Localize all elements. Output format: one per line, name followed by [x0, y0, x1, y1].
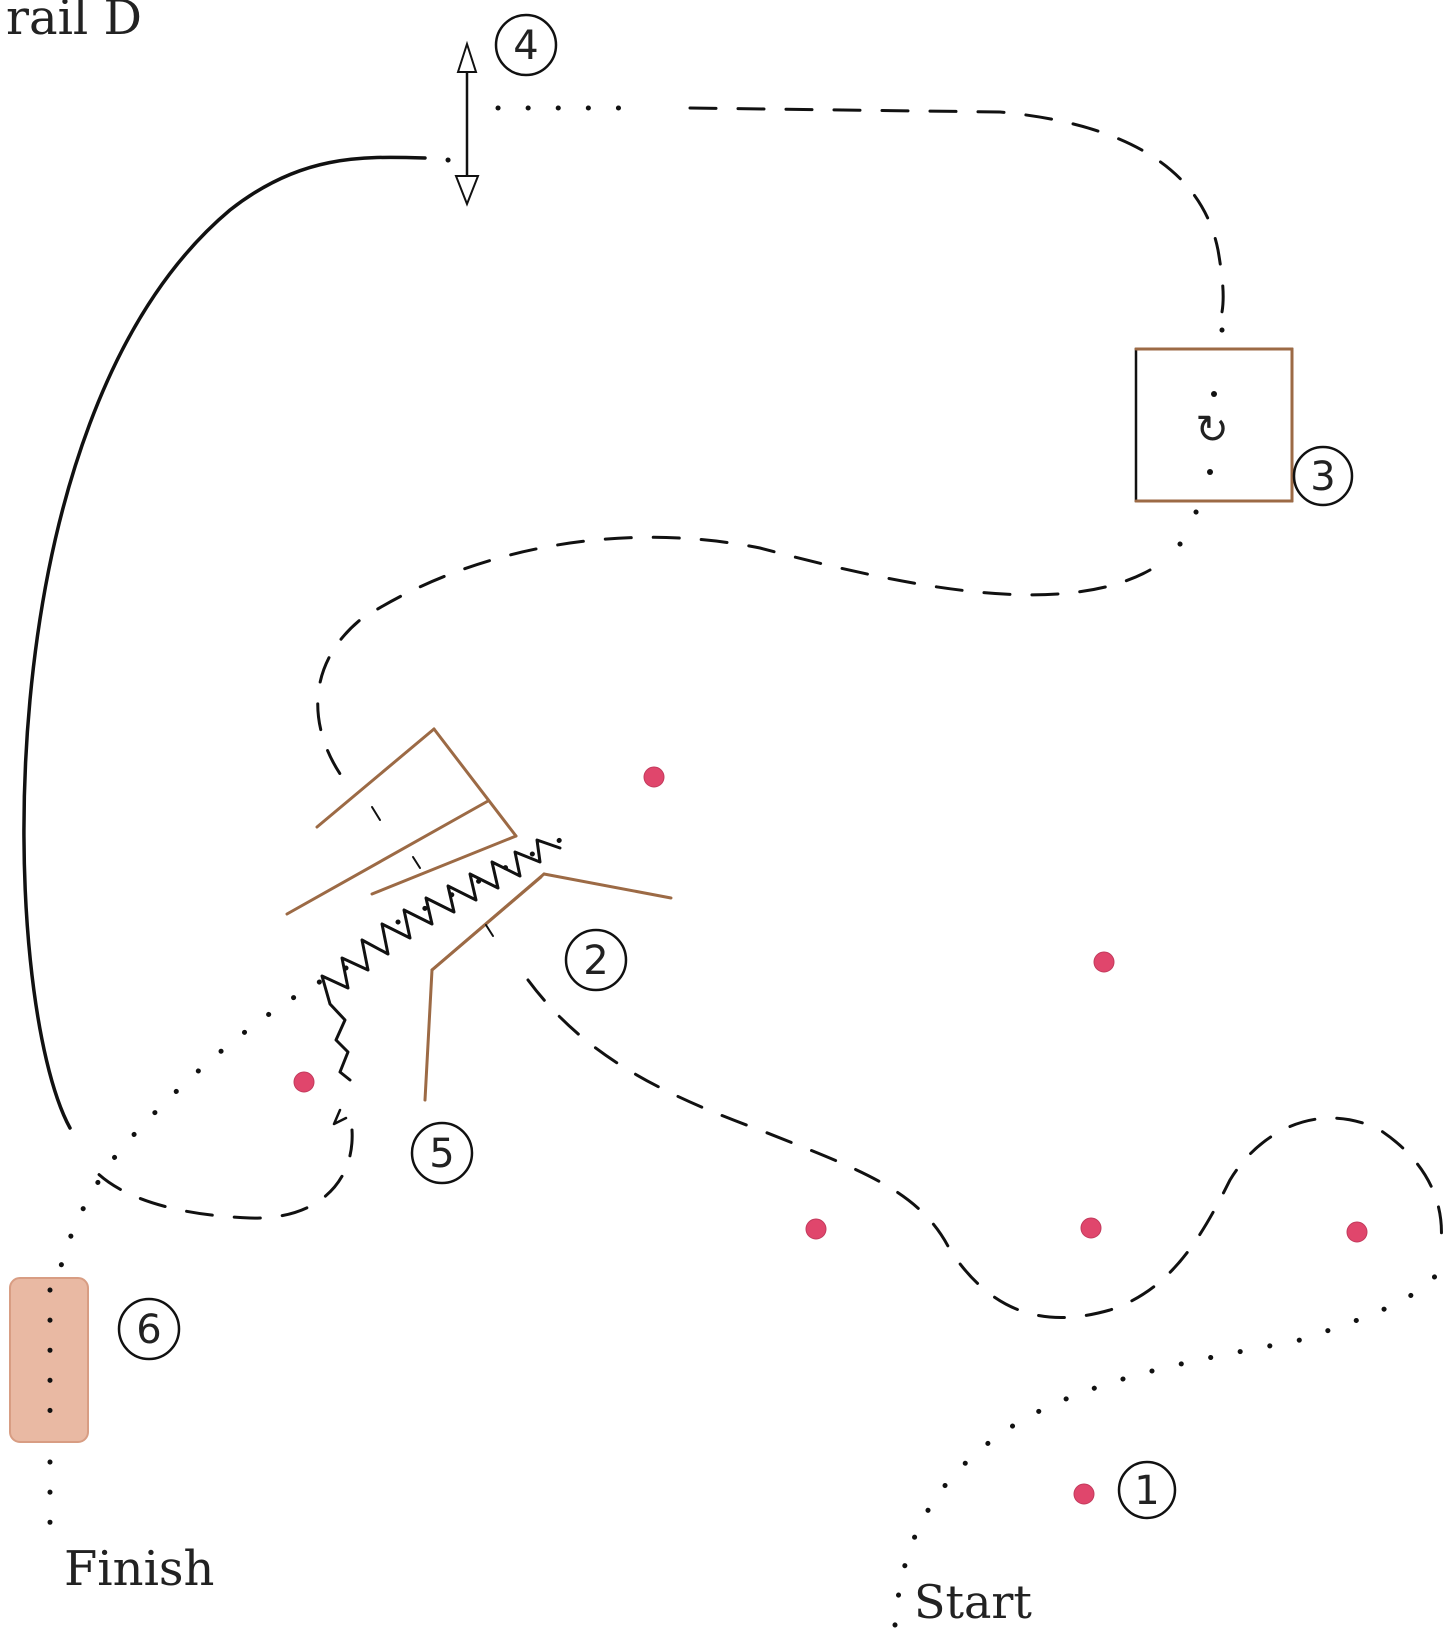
cone: [293, 1071, 315, 1093]
cone: [1073, 1483, 1095, 1505]
fan-ramp-obstacle: [285, 727, 673, 1102]
dashed-path-return: [84, 1128, 354, 1220]
dashed-path-to-ramp: [316, 535, 1152, 792]
rail-curve: [22, 155, 427, 1130]
obstacle-4-number: 4: [513, 23, 538, 69]
obstacle-3-badge: [1292, 445, 1354, 507]
dashed-path-to-box: [688, 106, 1225, 314]
obstacle-6-number: 6: [136, 1307, 161, 1353]
arrow-down-icon: [454, 175, 480, 207]
cone: [1093, 951, 1115, 973]
obstacle-5-number: 5: [429, 1131, 454, 1177]
obstacle-1-number: 1: [1134, 1468, 1159, 1514]
obstacle-2-badge: [564, 928, 628, 992]
obstacle-3-number: 3: [1310, 454, 1335, 500]
cone: [1080, 1217, 1102, 1239]
mat-obstacle: [9, 1277, 89, 1443]
pole-dot: [445, 157, 455, 165]
obstacle-2-number: 2: [583, 938, 608, 984]
obstacle-6-badge: [117, 1297, 181, 1361]
zigzag-line: [320, 838, 562, 1082]
box-exit-dots: [1177, 509, 1201, 549]
cone: [805, 1218, 827, 1240]
obstacle-4-badge: [494, 13, 558, 77]
finish-label: Finish: [64, 1541, 214, 1597]
dotted-path-ramp-exit: [57, 965, 349, 1273]
cone: [643, 766, 665, 788]
return-arrow-icon: [332, 1108, 348, 1126]
corner-label: rail D: [6, 0, 142, 46]
dotted-path-start: [892, 1267, 1443, 1628]
dashed-path-weave: [526, 978, 1443, 1319]
start-label: Start: [914, 1575, 1032, 1629]
arrow-up-icon: [456, 40, 478, 73]
zigzag-dots: [395, 837, 563, 925]
obstacle-5-badge: [410, 1121, 474, 1185]
obstacle-1-badge: [1117, 1460, 1177, 1520]
cone: [1346, 1221, 1368, 1243]
turn-icon: ↻: [1195, 407, 1229, 453]
pole-obstacle: [454, 40, 480, 207]
box-obstacle: ↻: [1134, 347, 1294, 503]
